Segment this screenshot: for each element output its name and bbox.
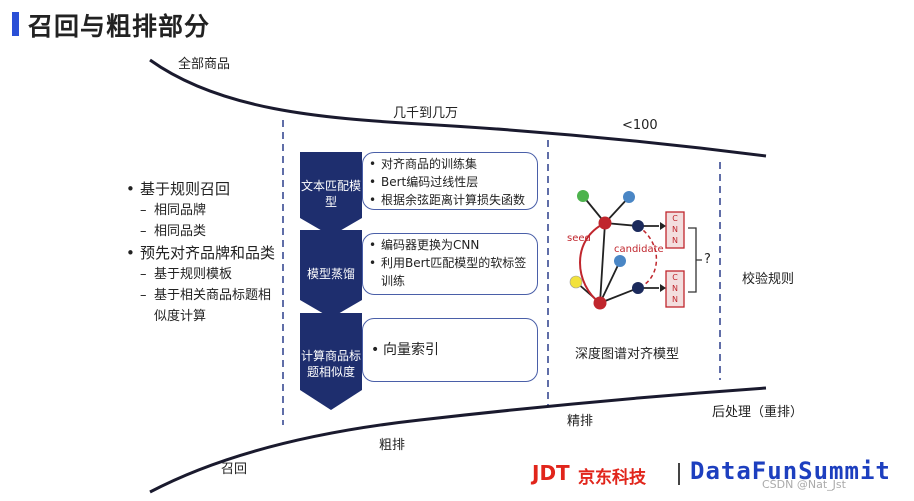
cnn-label-bottom: CNN bbox=[672, 273, 678, 304]
stage-bullet: Bert编码过线性层 bbox=[369, 173, 537, 191]
title-accent-bar bbox=[12, 12, 19, 36]
bracket bbox=[688, 227, 702, 293]
candidate-label: candidate bbox=[614, 244, 664, 255]
stage-chevron-1 bbox=[300, 152, 362, 236]
stage-1-label: 文本匹配模型 bbox=[300, 179, 361, 209]
candidate-arc bbox=[637, 225, 658, 289]
question-mark: ? bbox=[704, 252, 711, 267]
label-coarse-rank: 粗排 bbox=[379, 438, 406, 453]
watermark: CSDN @Nat_Jst bbox=[762, 478, 846, 491]
stage-2-box: 编码器更换为CNN 利用Bert匹配模型的软标签训练 bbox=[362, 233, 538, 295]
datafun-logo: DataFunSummit bbox=[690, 457, 891, 485]
stage-chevron-3 bbox=[300, 313, 362, 410]
stage-chevron-2 bbox=[300, 230, 362, 318]
stage-bullet: 对齐商品的训练集 bbox=[369, 155, 537, 173]
stage-bullet: 根据余弦距离计算损失函数 bbox=[369, 191, 537, 209]
stage-bullet: 向量索引 bbox=[371, 341, 537, 359]
stage-1-box: 对齐商品的训练集 Bert编码过线性层 根据余弦距离计算损失函数 bbox=[362, 152, 538, 210]
label-thousands: 几千到几万 bbox=[393, 106, 459, 121]
node-blue-top bbox=[623, 191, 635, 203]
list-subitem: 相同品牌 bbox=[126, 200, 276, 221]
stage-3-label: 计算商品标题相似度 bbox=[300, 349, 361, 379]
list-subitem: 基于规则模板 bbox=[126, 264, 276, 285]
list-item: 预先对齐品牌和品类 bbox=[126, 242, 276, 264]
cnn-box-bottom bbox=[665, 270, 685, 308]
seed-arc bbox=[579, 222, 606, 304]
node-navy-top bbox=[632, 220, 644, 232]
page-title: 召回与粗排部分 bbox=[28, 12, 211, 41]
label-fine-rank: 精排 bbox=[567, 414, 594, 429]
node-red-bottom bbox=[593, 296, 607, 310]
label-verify-rules: 校验规则 bbox=[742, 272, 795, 287]
node-green bbox=[577, 190, 589, 202]
jd-tech-logo: 京东科技 bbox=[578, 468, 646, 488]
list-item: 基于规则召回 bbox=[126, 178, 276, 200]
list-subitem: 基于相关商品标题相似度计算 bbox=[126, 285, 276, 327]
funnel-top-curve bbox=[149, 58, 767, 158]
stage-3-box: 向量索引 bbox=[362, 318, 538, 382]
graph-caption: 深度图谱对齐模型 bbox=[575, 347, 680, 362]
jdt-logo: JDT bbox=[532, 461, 570, 485]
node-red-top bbox=[598, 216, 612, 230]
node-yellow bbox=[569, 275, 583, 289]
seed-label: seed bbox=[567, 233, 591, 244]
cnn-box-top bbox=[665, 211, 685, 249]
list-subitem: 相同品类 bbox=[126, 221, 276, 242]
label-lt100: <100 bbox=[622, 118, 658, 133]
label-all-products: 全部商品 bbox=[178, 57, 231, 72]
stage-2-label: 模型蒸馏 bbox=[306, 267, 355, 281]
label-recall: 召回 bbox=[221, 462, 248, 477]
funnel-bottom-curve bbox=[149, 386, 767, 494]
stage-bullet: 编码器更换为CNN bbox=[369, 236, 531, 254]
recall-method-list: 基于规则召回 相同品牌 相同品类 预先对齐品牌和品类 基于规则模板 基于相关商品… bbox=[126, 178, 276, 327]
node-navy-bottom bbox=[632, 282, 644, 294]
cnn-label-top: CNN bbox=[672, 214, 678, 245]
stage-bullet: 利用Bert匹配模型的软标签训练 bbox=[369, 254, 531, 290]
label-post-process: 后处理（重排） bbox=[712, 405, 804, 420]
node-blue-mid bbox=[614, 255, 626, 267]
logo-separator bbox=[678, 463, 680, 485]
